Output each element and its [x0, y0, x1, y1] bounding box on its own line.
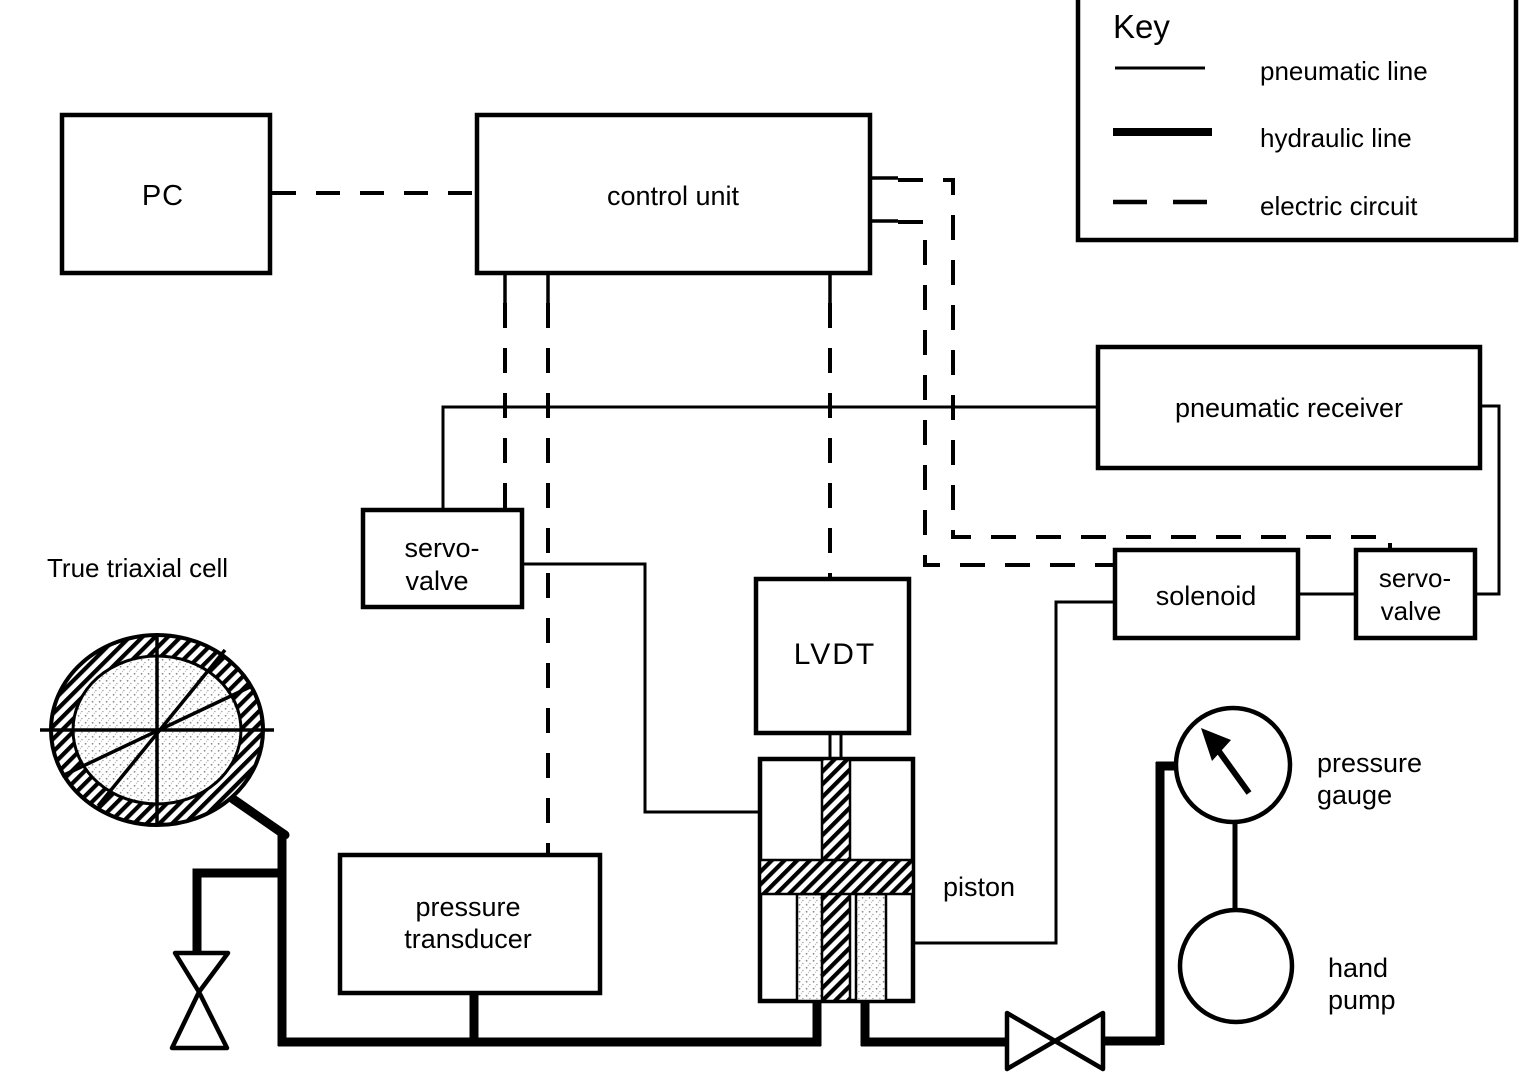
piston-chamber-right [854, 892, 888, 1003]
pressure-gauge-icon [1173, 705, 1293, 825]
servo-valve-right-label-line1: servo- [1379, 563, 1451, 593]
inline-valve-icon [1004, 1010, 1106, 1072]
pressure-transducer-label-line1: pressure [415, 892, 520, 922]
gauge-needle [1215, 748, 1252, 795]
shutoff-valve-icon [169, 950, 231, 1051]
pneumatic-lines [441, 404, 1501, 945]
lvdt-box [753, 576, 912, 736]
gauge-needle-arrowhead [1201, 728, 1231, 761]
pc-box [59, 112, 273, 276]
solenoid-label: solenoid [1156, 581, 1257, 611]
stubs-control-right [870, 176, 898, 223]
pneumatic-line-receiver-to-servo-right [1475, 404, 1501, 596]
pneumatic-line-servo-left-to-piston [522, 562, 760, 814]
key-legend: Key pneumatic line hydraulic line electr… [1075, 0, 1519, 243]
servo-valve-left-label-line2: valve [405, 566, 468, 596]
cell-spokes [40, 634, 274, 824]
pneumatic-line-solenoid-to-piston [913, 600, 1115, 945]
true-triaxial-cell-label: True triaxial cell [47, 553, 228, 583]
pressure-gauge-label-line1: pressure [1317, 748, 1422, 778]
piston-label: piston [943, 872, 1015, 902]
servo-valve-right-box [1353, 547, 1478, 641]
piston-assembly [757, 733, 916, 1004]
hand-pump-label-line2: pump [1328, 985, 1396, 1015]
servo-valve-left-box [360, 507, 525, 610]
true-triaxial-cell-symbol [40, 633, 274, 827]
hand-pump-icon [1177, 907, 1295, 1025]
component-boxes [59, 112, 1483, 996]
solenoid-box [1112, 547, 1301, 641]
key-entry-label: electric circuit [1260, 191, 1418, 221]
hydraulic-line-branch-to-valve [192, 868, 286, 953]
pressure-gauge-label-line2: gauge [1317, 780, 1392, 810]
key-entry-label: hydraulic line [1260, 123, 1412, 153]
pneumatic-receiver-box [1095, 344, 1483, 471]
piston-head [758, 858, 915, 896]
electric-line-control-to-solenoid [898, 220, 1115, 567]
servo-valve-left-label-line1: servo- [404, 533, 479, 563]
control-unit-box [474, 112, 873, 276]
terminal-stubs [270, 176, 898, 303]
key-title: Key [1113, 8, 1170, 45]
hydraulic-line-cell-port [228, 794, 290, 840]
key-entry-label: pneumatic line [1260, 56, 1428, 86]
servo-valve-right-label-line2: valve [1381, 596, 1442, 626]
stubs-control-bottom [503, 273, 832, 303]
pneumatic-receiver-label: pneumatic receiver [1175, 393, 1403, 423]
control-unit-label: control unit [607, 181, 740, 211]
hydraulic-lines [192, 761, 1179, 1047]
pressure-transducer-box [337, 852, 603, 996]
pc-label: PC [142, 180, 184, 212]
electric-line-control-to-servo-right [898, 178, 1392, 550]
lvdt-rod [828, 733, 843, 760]
pressure-transducer-label-line2: transducer [404, 924, 532, 954]
lvdt-label: LVDT [794, 638, 876, 671]
key-box [1075, 0, 1519, 243]
hand-pump-label-line1: hand [1328, 953, 1388, 983]
pneumatic-line-servo-left-to-receiver [441, 405, 1098, 510]
